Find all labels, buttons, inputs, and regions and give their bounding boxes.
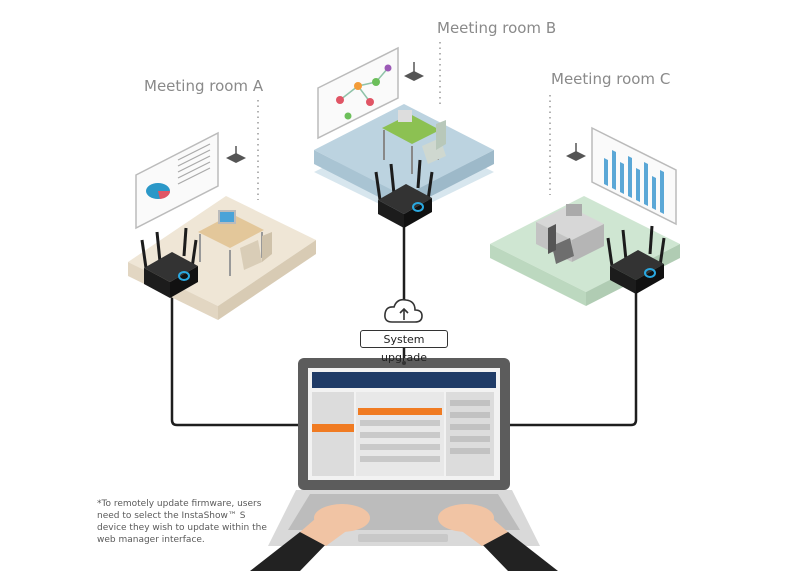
room-b-screen	[317, 46, 399, 140]
system-upgrade-box: System upgrade	[360, 330, 448, 364]
room-a-label: Meeting room A	[144, 77, 264, 95]
hands	[250, 504, 558, 571]
cloud-upload-icon	[384, 298, 423, 323]
room-c-label: Meeting room C	[551, 70, 671, 88]
laptop-header-bar	[312, 372, 496, 388]
room-b	[314, 46, 494, 216]
device-room-c-wireless-device-icon	[606, 225, 666, 294]
device-room-a-wireless-device-icon	[140, 227, 198, 298]
cables	[170, 222, 638, 427]
laptop	[268, 358, 540, 546]
cable-room-c	[505, 290, 638, 427]
leader-lines	[257, 42, 551, 200]
room-a-projector-icon	[226, 146, 246, 163]
room-b-projector-icon	[404, 62, 424, 81]
room-c-projector-icon	[566, 143, 586, 161]
cable-room-a	[170, 296, 300, 427]
device-room-b-wireless-device-icon	[374, 159, 434, 228]
footnote: *To remotely update firmware, users need…	[97, 499, 267, 545]
room-a	[128, 131, 316, 320]
room-b-label: Meeting room B	[437, 19, 557, 37]
